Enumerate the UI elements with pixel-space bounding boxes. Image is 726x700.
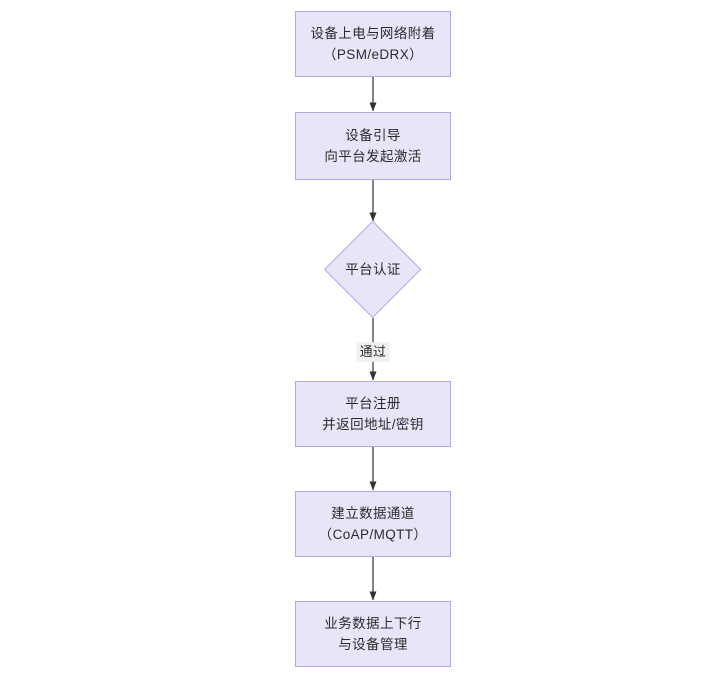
node-business-data[interactable]: 业务数据上下行 与设备管理 bbox=[295, 601, 451, 667]
node-label-line2: （CoAP/MQTT） bbox=[318, 527, 428, 542]
node-data-channel[interactable]: 建立数据通道 （CoAP/MQTT） bbox=[295, 491, 451, 557]
node-label-line2: 并返回地址/密钥 bbox=[322, 417, 424, 432]
edge-label-pass: 通过 bbox=[356, 342, 390, 363]
node-platform-auth[interactable]: 平台认证 bbox=[323, 220, 422, 319]
node-label-line2: 与设备管理 bbox=[338, 637, 408, 652]
node-label-line1: 平台认证 bbox=[345, 261, 401, 277]
node-device-power-on[interactable]: 设备上电与网络附着 （PSM/eDRX） bbox=[295, 11, 451, 77]
node-platform-register[interactable]: 平台注册 并返回地址/密钥 bbox=[295, 381, 451, 447]
node-label-line1: 业务数据上下行 bbox=[324, 615, 422, 631]
node-label-line1: 设备上电与网络附着 bbox=[310, 25, 436, 41]
node-label-line1: 设备引导 bbox=[345, 127, 401, 143]
node-label-line2: （PSM/eDRX） bbox=[322, 47, 424, 62]
node-device-bootstrap[interactable]: 设备引导 向平台发起激活 bbox=[295, 112, 451, 180]
edge-label-text: 通过 bbox=[359, 344, 387, 359]
node-label-line1: 建立数据通道 bbox=[331, 505, 415, 521]
node-label-line2: 向平台发起激活 bbox=[324, 149, 422, 164]
node-label-line1: 平台注册 bbox=[345, 395, 401, 411]
